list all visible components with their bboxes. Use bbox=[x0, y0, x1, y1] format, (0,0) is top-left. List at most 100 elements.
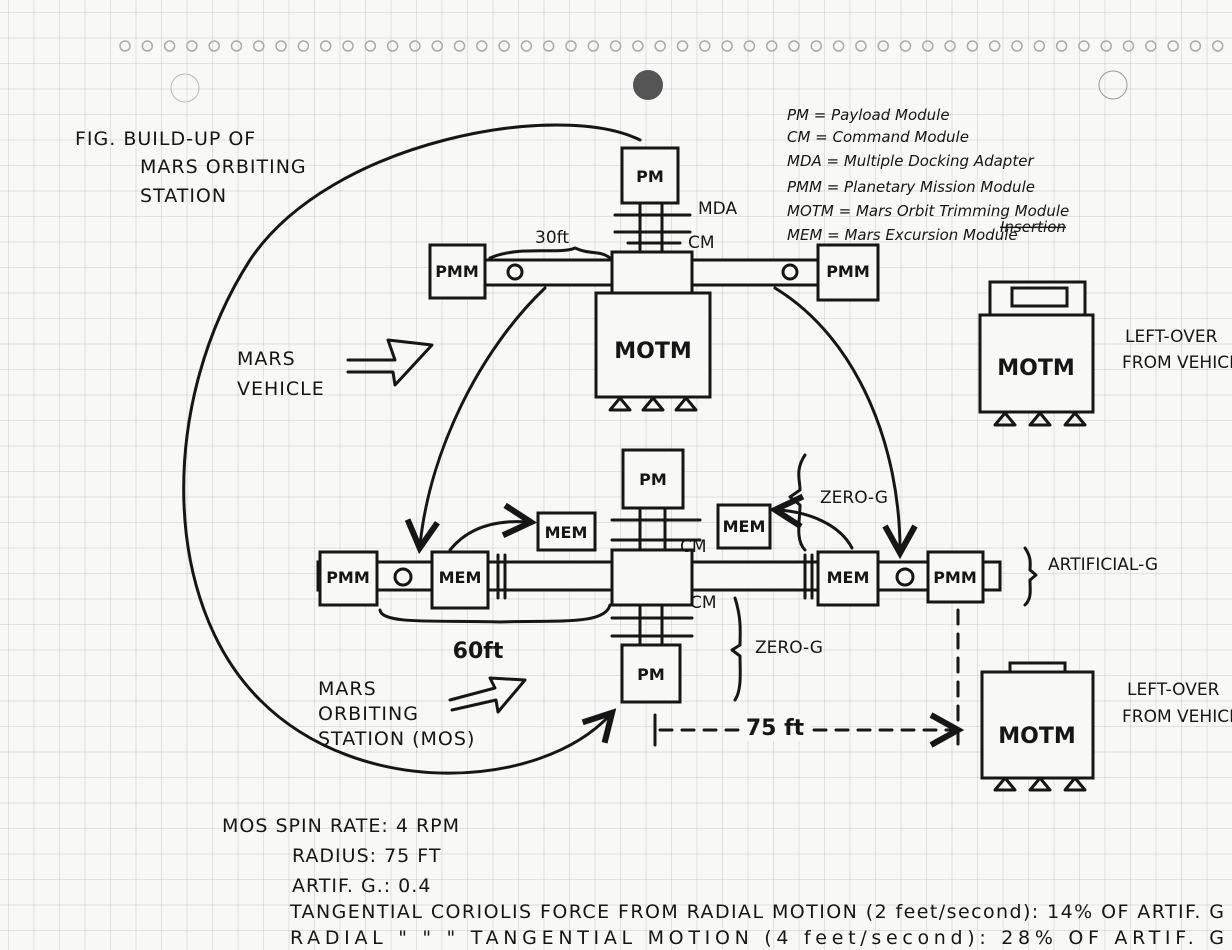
spiral-hole bbox=[1122, 40, 1135, 52]
spiral-hole bbox=[966, 40, 979, 52]
hollow-arrow-icon bbox=[346, 338, 434, 387]
figure-title: STATION bbox=[140, 185, 227, 207]
mem-module bbox=[536, 511, 597, 552]
spiral-hole bbox=[765, 40, 778, 52]
svg-text:RADIUS: 75 FT: RADIUS: 75 FT bbox=[292, 845, 442, 867]
svg-text:MEM: MEM bbox=[723, 517, 766, 536]
spiral-hole bbox=[297, 40, 310, 52]
spiral-hole bbox=[253, 40, 265, 52]
assembly-flow-arrow bbox=[182, 123, 642, 775]
svg-text:PMM: PMM bbox=[826, 262, 870, 281]
svg-text:PM: PM bbox=[636, 167, 664, 186]
svg-text:MEM: MEM bbox=[827, 568, 870, 587]
mem-module bbox=[816, 550, 880, 607]
pmm-module bbox=[318, 550, 379, 607]
svg-text:MOS SPIN RATE: 4 RPM: MOS SPIN RATE: 4 RPM bbox=[222, 815, 460, 837]
spiral-hole bbox=[119, 40, 131, 52]
radius-label: 75 ft bbox=[746, 716, 805, 741]
legend-item: PM = Payload Module bbox=[787, 106, 950, 124]
spiral-hole bbox=[877, 40, 889, 52]
cm-label: CM bbox=[688, 233, 715, 253]
spiral-hole bbox=[364, 40, 377, 52]
legend-item: MDA = Multiple Docking Adapter bbox=[787, 152, 1034, 170]
spiral-hole bbox=[1189, 40, 1202, 52]
mos-label: ORBITING bbox=[318, 703, 419, 725]
legend-item: MEM = Mars Excursion Module bbox=[787, 226, 1018, 244]
leftover-motm-top: MOTM LEFT-OVER FROM VEHICLE bbox=[978, 280, 1232, 427]
punch-hole bbox=[633, 70, 663, 100]
artificial-g-label: ARTIFICIAL-G bbox=[1048, 555, 1158, 575]
spiral-hole bbox=[1078, 40, 1090, 52]
spiral-hole bbox=[676, 40, 689, 52]
svg-text:RADIAL " " " TAN: RADIAL " " " TANGENTIAL MOTION (4 feet/s… bbox=[290, 927, 1225, 949]
pm-module bbox=[621, 448, 685, 510]
svg-text:PM: PM bbox=[637, 665, 665, 684]
pm-module bbox=[620, 146, 680, 205]
figure-title: FIG. BUILD-UP OF bbox=[75, 128, 256, 150]
spiral-hole bbox=[743, 40, 756, 52]
mos-label: MARS bbox=[318, 678, 377, 700]
svg-text:MEM: MEM bbox=[439, 568, 482, 587]
top-assembly: PM MDA CM PMM PMM 30ft MOTM bbox=[420, 146, 900, 550]
spiral-hole bbox=[1211, 40, 1224, 52]
spiral-hole bbox=[632, 40, 644, 52]
spiral-hole bbox=[699, 40, 711, 52]
spiral-hole bbox=[319, 40, 332, 52]
spiral-hole bbox=[498, 40, 510, 52]
spiral-hole bbox=[944, 40, 956, 52]
zero-g-label: ZERO-G bbox=[820, 488, 888, 508]
svg-text:CM: CM bbox=[680, 537, 707, 557]
spiral-hole bbox=[1055, 40, 1068, 52]
svg-text:FROM VEHICLE: FROM VEHICLE bbox=[1122, 707, 1232, 727]
spiral-hole bbox=[208, 40, 220, 52]
motm-module bbox=[594, 291, 712, 399]
spiral-hole bbox=[275, 40, 287, 52]
spiral-hole bbox=[988, 40, 1001, 52]
pmm-module bbox=[428, 243, 487, 300]
spiral-hole bbox=[453, 40, 466, 52]
spiral-hole bbox=[654, 40, 666, 52]
pm-module bbox=[620, 643, 682, 704]
hollow-arrow-icon bbox=[448, 676, 527, 714]
svg-text:TANGENTIAL CORIOLIS FORCE FROM: TANGENTIAL CORIOLIS FORCE FROM RADIAL MO… bbox=[289, 901, 1225, 923]
spiral-hole bbox=[186, 40, 198, 52]
legend-item: MOTM = Mars Orbit Trimming Module bbox=[787, 202, 1069, 220]
span-label: 30ft bbox=[535, 228, 569, 248]
spiral-hole bbox=[1167, 40, 1179, 52]
punch-hole bbox=[170, 73, 200, 103]
mem-module bbox=[716, 503, 772, 550]
pmm-module bbox=[926, 550, 985, 604]
span-label: 60ft bbox=[453, 639, 504, 664]
spin-notes: MOS SPIN RATE: 4 RPM RADIUS: 75 FT ARTIF… bbox=[222, 815, 1225, 949]
bottom-assembly: PM MEM MEM CM CM PMM MEM MEM PMM PM ZERO… bbox=[316, 448, 1158, 745]
mos-label: STATION (MOS) bbox=[318, 728, 475, 750]
spiral-hole bbox=[1033, 40, 1046, 52]
legend-strikeout: Insertion bbox=[1000, 218, 1066, 236]
svg-text:PMM: PMM bbox=[326, 568, 370, 587]
svg-text:PMM: PMM bbox=[933, 568, 977, 587]
zero-g-label: ZERO-G bbox=[755, 638, 823, 658]
svg-text:MOTM: MOTM bbox=[614, 339, 692, 364]
spiral-hole bbox=[342, 40, 354, 52]
spiral-hole bbox=[1145, 40, 1157, 52]
svg-text:PMM: PMM bbox=[435, 262, 479, 281]
spiral-hole bbox=[476, 40, 488, 52]
spiral-hole bbox=[899, 40, 912, 52]
spiral-hole bbox=[542, 40, 555, 52]
spiral-hole bbox=[431, 40, 443, 52]
spiral-hole bbox=[386, 40, 399, 52]
svg-text:CM: CM bbox=[690, 593, 717, 613]
spiral-hole bbox=[855, 40, 867, 52]
legend-item: PMM = Planetary Mission Module bbox=[787, 178, 1035, 196]
spiral-hole bbox=[609, 40, 622, 52]
spiral-hole bbox=[520, 40, 533, 52]
spiral-hole bbox=[788, 40, 800, 52]
punch-hole bbox=[1098, 70, 1128, 100]
mars-vehicle-label: VEHICLE bbox=[237, 378, 325, 400]
spiral-hole bbox=[163, 40, 176, 52]
spiral-hole bbox=[141, 40, 154, 52]
spiral-hole bbox=[810, 40, 823, 52]
svg-text:LEFT-OVER: LEFT-OVER bbox=[1125, 327, 1218, 347]
